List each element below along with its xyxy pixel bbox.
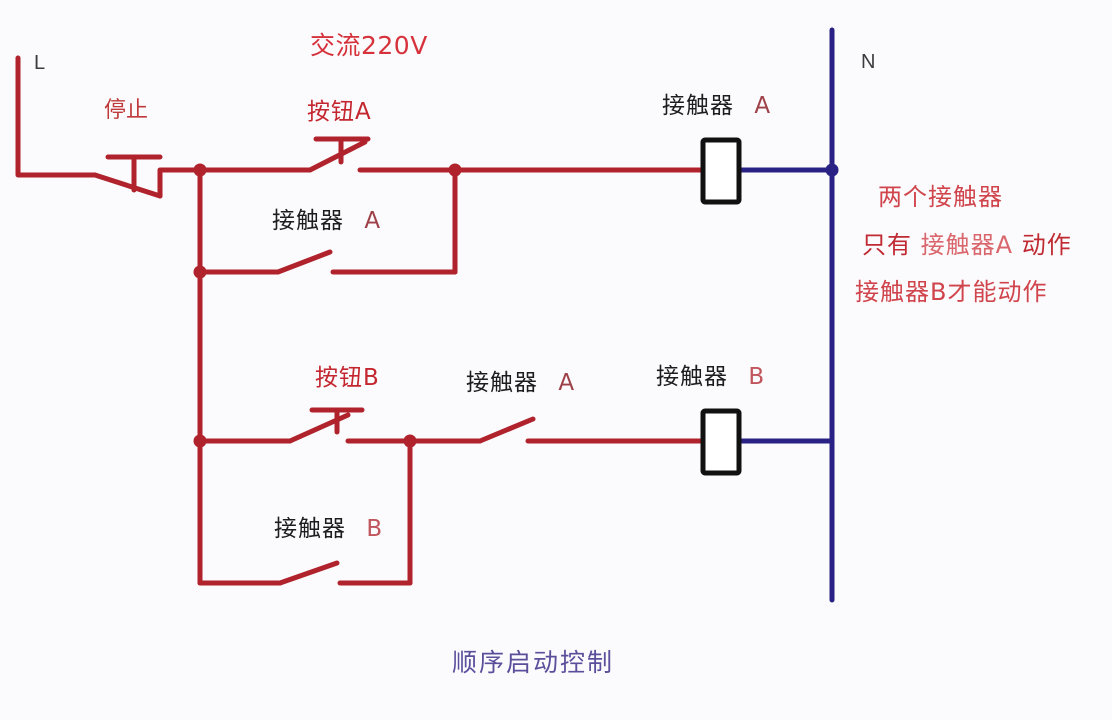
start-button-b-label: 按钮B [315,365,380,391]
junction-row2-left [193,265,207,279]
junction-rail1-right [448,163,462,177]
annotation-line-2-mid: 接触器A [920,231,1014,259]
terminal-label-neutral: N [861,51,876,73]
holding-contact-b-label-suffix: B [366,516,384,542]
coil-boxes [700,137,742,476]
annotation-line-2-suffix: 动作 [1013,231,1072,259]
annotation-line-2-prefix: 只有 [862,231,921,259]
live-wire-group [15,55,706,586]
annotation-line-3: 接触器B才能动作 [855,278,1048,306]
neutral-junction-dots [825,163,839,177]
coil-a-box [700,137,742,205]
interlockA-blade [477,416,536,444]
diagram-caption: 顺序启动控制 [452,648,615,677]
holding-contact-b-label-main: 接触器 [274,516,346,542]
coil-b-box [700,408,742,476]
stop-to-rail1 [157,167,203,199]
start-button-a-label: 按钮A [307,99,372,125]
holding-contact-a-label-suffix: A [364,208,382,234]
coil-b-label-main: 接触器 [656,364,728,390]
interlock-contact-a-label-main: 接触器 [466,370,538,396]
holding-contact-a-label-main: 接触器 [272,208,344,234]
junction-row3-left [193,434,207,448]
live-feeder [15,55,98,178]
holdB-blade [277,560,340,586]
holding-contact-b-label: 接触器 B [274,518,383,541]
interlock-contact-a-label-suffix: A [558,370,576,396]
stop-contact-blade [92,172,163,199]
live-junction-dots [193,163,462,448]
holdA-blade [275,249,333,275]
coil-b-label-suffix: B [748,364,766,390]
coil-a-label-main: 接触器 [662,93,734,119]
holding-contact-a-label: 接触器 A [272,210,381,233]
coil-a-label-suffix: A [754,93,772,119]
interlock-contact-a-label: 接触器 A [466,372,575,395]
supply-voltage-label: 交流220V [310,31,428,60]
annotation-line-2: 只有 接触器A 动作 [862,233,1072,257]
junction-rail1-left [193,163,207,177]
coil-b-label: 接触器 B [656,366,765,389]
neutral-wire-group [735,27,835,603]
stop-button-label: 停止 [104,98,149,123]
junction-row3-mid [403,434,417,448]
junction-neutral-coilA [825,163,839,177]
coil-a-label: 接触器 A [662,95,771,118]
startA-blade [307,139,368,173]
annotation-line-1: 两个接触器 [878,183,1003,211]
terminal-label-live: L [34,52,46,74]
